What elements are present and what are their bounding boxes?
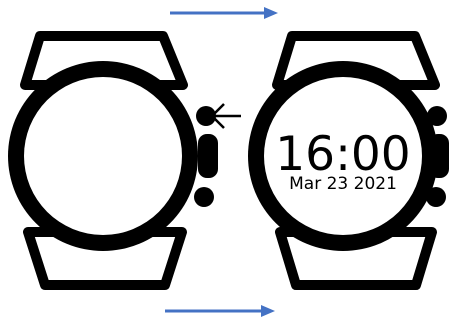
- watch-left-screen: [24, 77, 182, 235]
- watch-left: [8, 36, 218, 285]
- bottom-arrow-icon: [165, 305, 275, 317]
- watch-date: Mar 23 2021: [289, 174, 397, 194]
- top-arrow-icon: [170, 7, 278, 19]
- press-arrow-icon: [212, 104, 241, 128]
- watch-right: 16:00 Mar 23 2021: [248, 36, 449, 285]
